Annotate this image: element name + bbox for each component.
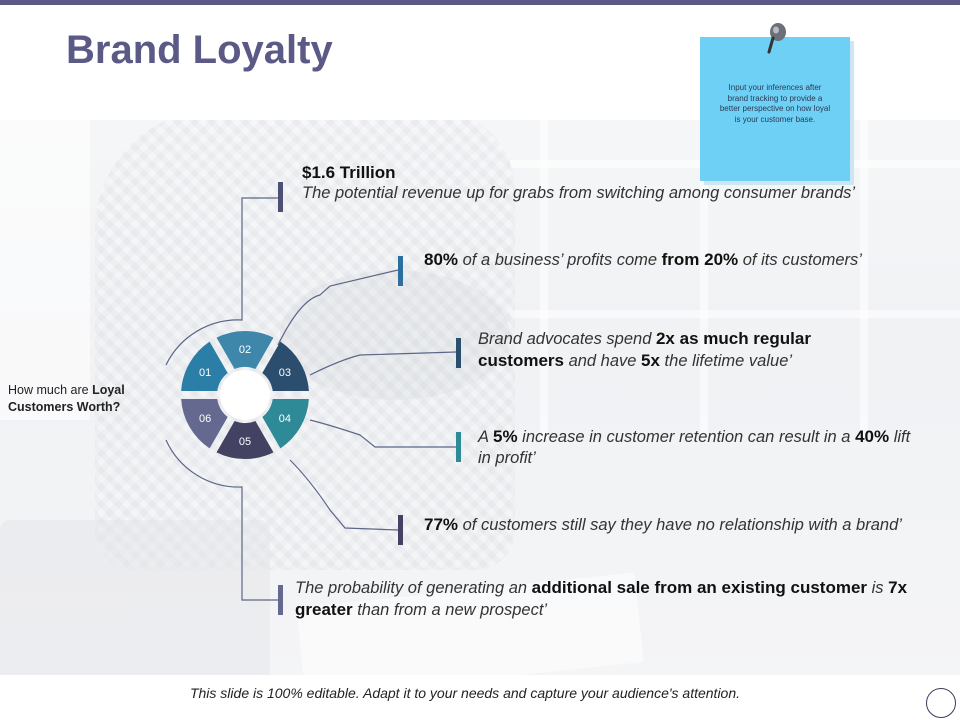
stat-2-big: 80% bbox=[424, 250, 459, 269]
wheel-segment-03 bbox=[262, 341, 309, 392]
stat-2-text1: of a business’ profits come bbox=[458, 251, 662, 269]
wheel-label-02: 02 bbox=[239, 344, 251, 356]
wheel-label-03: 03 bbox=[279, 367, 291, 379]
push-pin-icon bbox=[767, 23, 786, 54]
stat-3-text2: and have bbox=[563, 352, 642, 370]
stat-marker-1 bbox=[278, 182, 283, 212]
stat-4-text3: lift in profit’ bbox=[478, 428, 911, 467]
wheel-label-04: 04 bbox=[279, 413, 291, 425]
stat-6-text1: The probability of generating an bbox=[295, 579, 532, 597]
stat-2: 80% of a business’ profits come from 20%… bbox=[424, 249, 864, 271]
stat-marker-6 bbox=[278, 585, 283, 615]
stat-4-text1: A bbox=[478, 428, 493, 446]
numbered-wheel: 01 02 03 04 05 06 bbox=[181, 331, 309, 459]
wheel-segment-04 bbox=[262, 398, 309, 449]
stat-3-bold: as much regular customers bbox=[478, 329, 811, 370]
wheel-label-05: 05 bbox=[239, 436, 251, 448]
wheel-segment-02 bbox=[216, 331, 274, 370]
stat-6-text3: than from a new prospect’ bbox=[352, 601, 548, 619]
slide-footer: This slide is 100% editable. Adapt it to… bbox=[189, 685, 741, 701]
stat-4-big2: 40% bbox=[855, 427, 890, 446]
nav-circle-button[interactable] bbox=[926, 688, 956, 718]
sticky-note-text: Input your inferences after brand tracki… bbox=[719, 83, 831, 124]
stat-4: A 5% increase in customer retention can … bbox=[478, 426, 918, 469]
stat-3-text3: the lifetime value’ bbox=[659, 352, 793, 370]
stat-marker-4 bbox=[456, 432, 461, 462]
stat-1: $1.6 Trillion The potential revenue up f… bbox=[302, 162, 882, 204]
wheel-center bbox=[220, 370, 270, 420]
stat-6-bold2: 7x greater bbox=[295, 578, 908, 619]
stat-3-big1: 2x bbox=[655, 329, 675, 348]
stat-6-bold1: additional sale from an existing custome… bbox=[531, 578, 868, 597]
wheel-segment-05 bbox=[216, 420, 274, 459]
stat-5-big: 77% bbox=[424, 515, 459, 534]
center-question: How much are Loyal Customers Worth? bbox=[8, 382, 178, 416]
stat-1-head: $1.6 Trillion bbox=[302, 163, 396, 182]
stat-6: The probability of generating an additio… bbox=[295, 577, 945, 621]
stat-marker-5 bbox=[398, 515, 403, 545]
stat-3: Brand advocates spend 2x as much regular… bbox=[478, 328, 898, 372]
stat-2-bold: from 20% bbox=[661, 250, 739, 269]
stat-5-text1: of customers still say they have no rela… bbox=[458, 516, 902, 534]
stat-marker-3 bbox=[456, 338, 461, 368]
slide-title: Brand Loyalty bbox=[66, 28, 333, 72]
wheel-segment-01 bbox=[181, 341, 228, 392]
center-question-prefix: How much are bbox=[8, 383, 93, 397]
center-question-bold: Loyal Customers Worth? bbox=[8, 383, 125, 414]
stat-4-text2: increase in customer retention can resul… bbox=[517, 428, 856, 446]
wheel-label-06: 06 bbox=[199, 413, 211, 425]
wheel-label-01: 01 bbox=[199, 367, 211, 379]
top-accent-bar bbox=[0, 0, 960, 5]
stat-1-text: The potential revenue up for grabs from … bbox=[302, 184, 856, 202]
wheel-segment-06 bbox=[181, 398, 228, 449]
stat-6-text2: is bbox=[867, 579, 889, 597]
stat-5: 77% of customers still say they have no … bbox=[424, 514, 924, 536]
stat-marker-2 bbox=[398, 256, 403, 286]
stat-3-text1: Brand advocates spend bbox=[478, 330, 656, 348]
sticky-note: Input your inferences after brand tracki… bbox=[700, 37, 850, 181]
stat-3-big2: 5x bbox=[641, 351, 660, 370]
stat-2-text2: of its customers’ bbox=[738, 251, 862, 269]
stat-4-big1: 5% bbox=[492, 427, 518, 446]
